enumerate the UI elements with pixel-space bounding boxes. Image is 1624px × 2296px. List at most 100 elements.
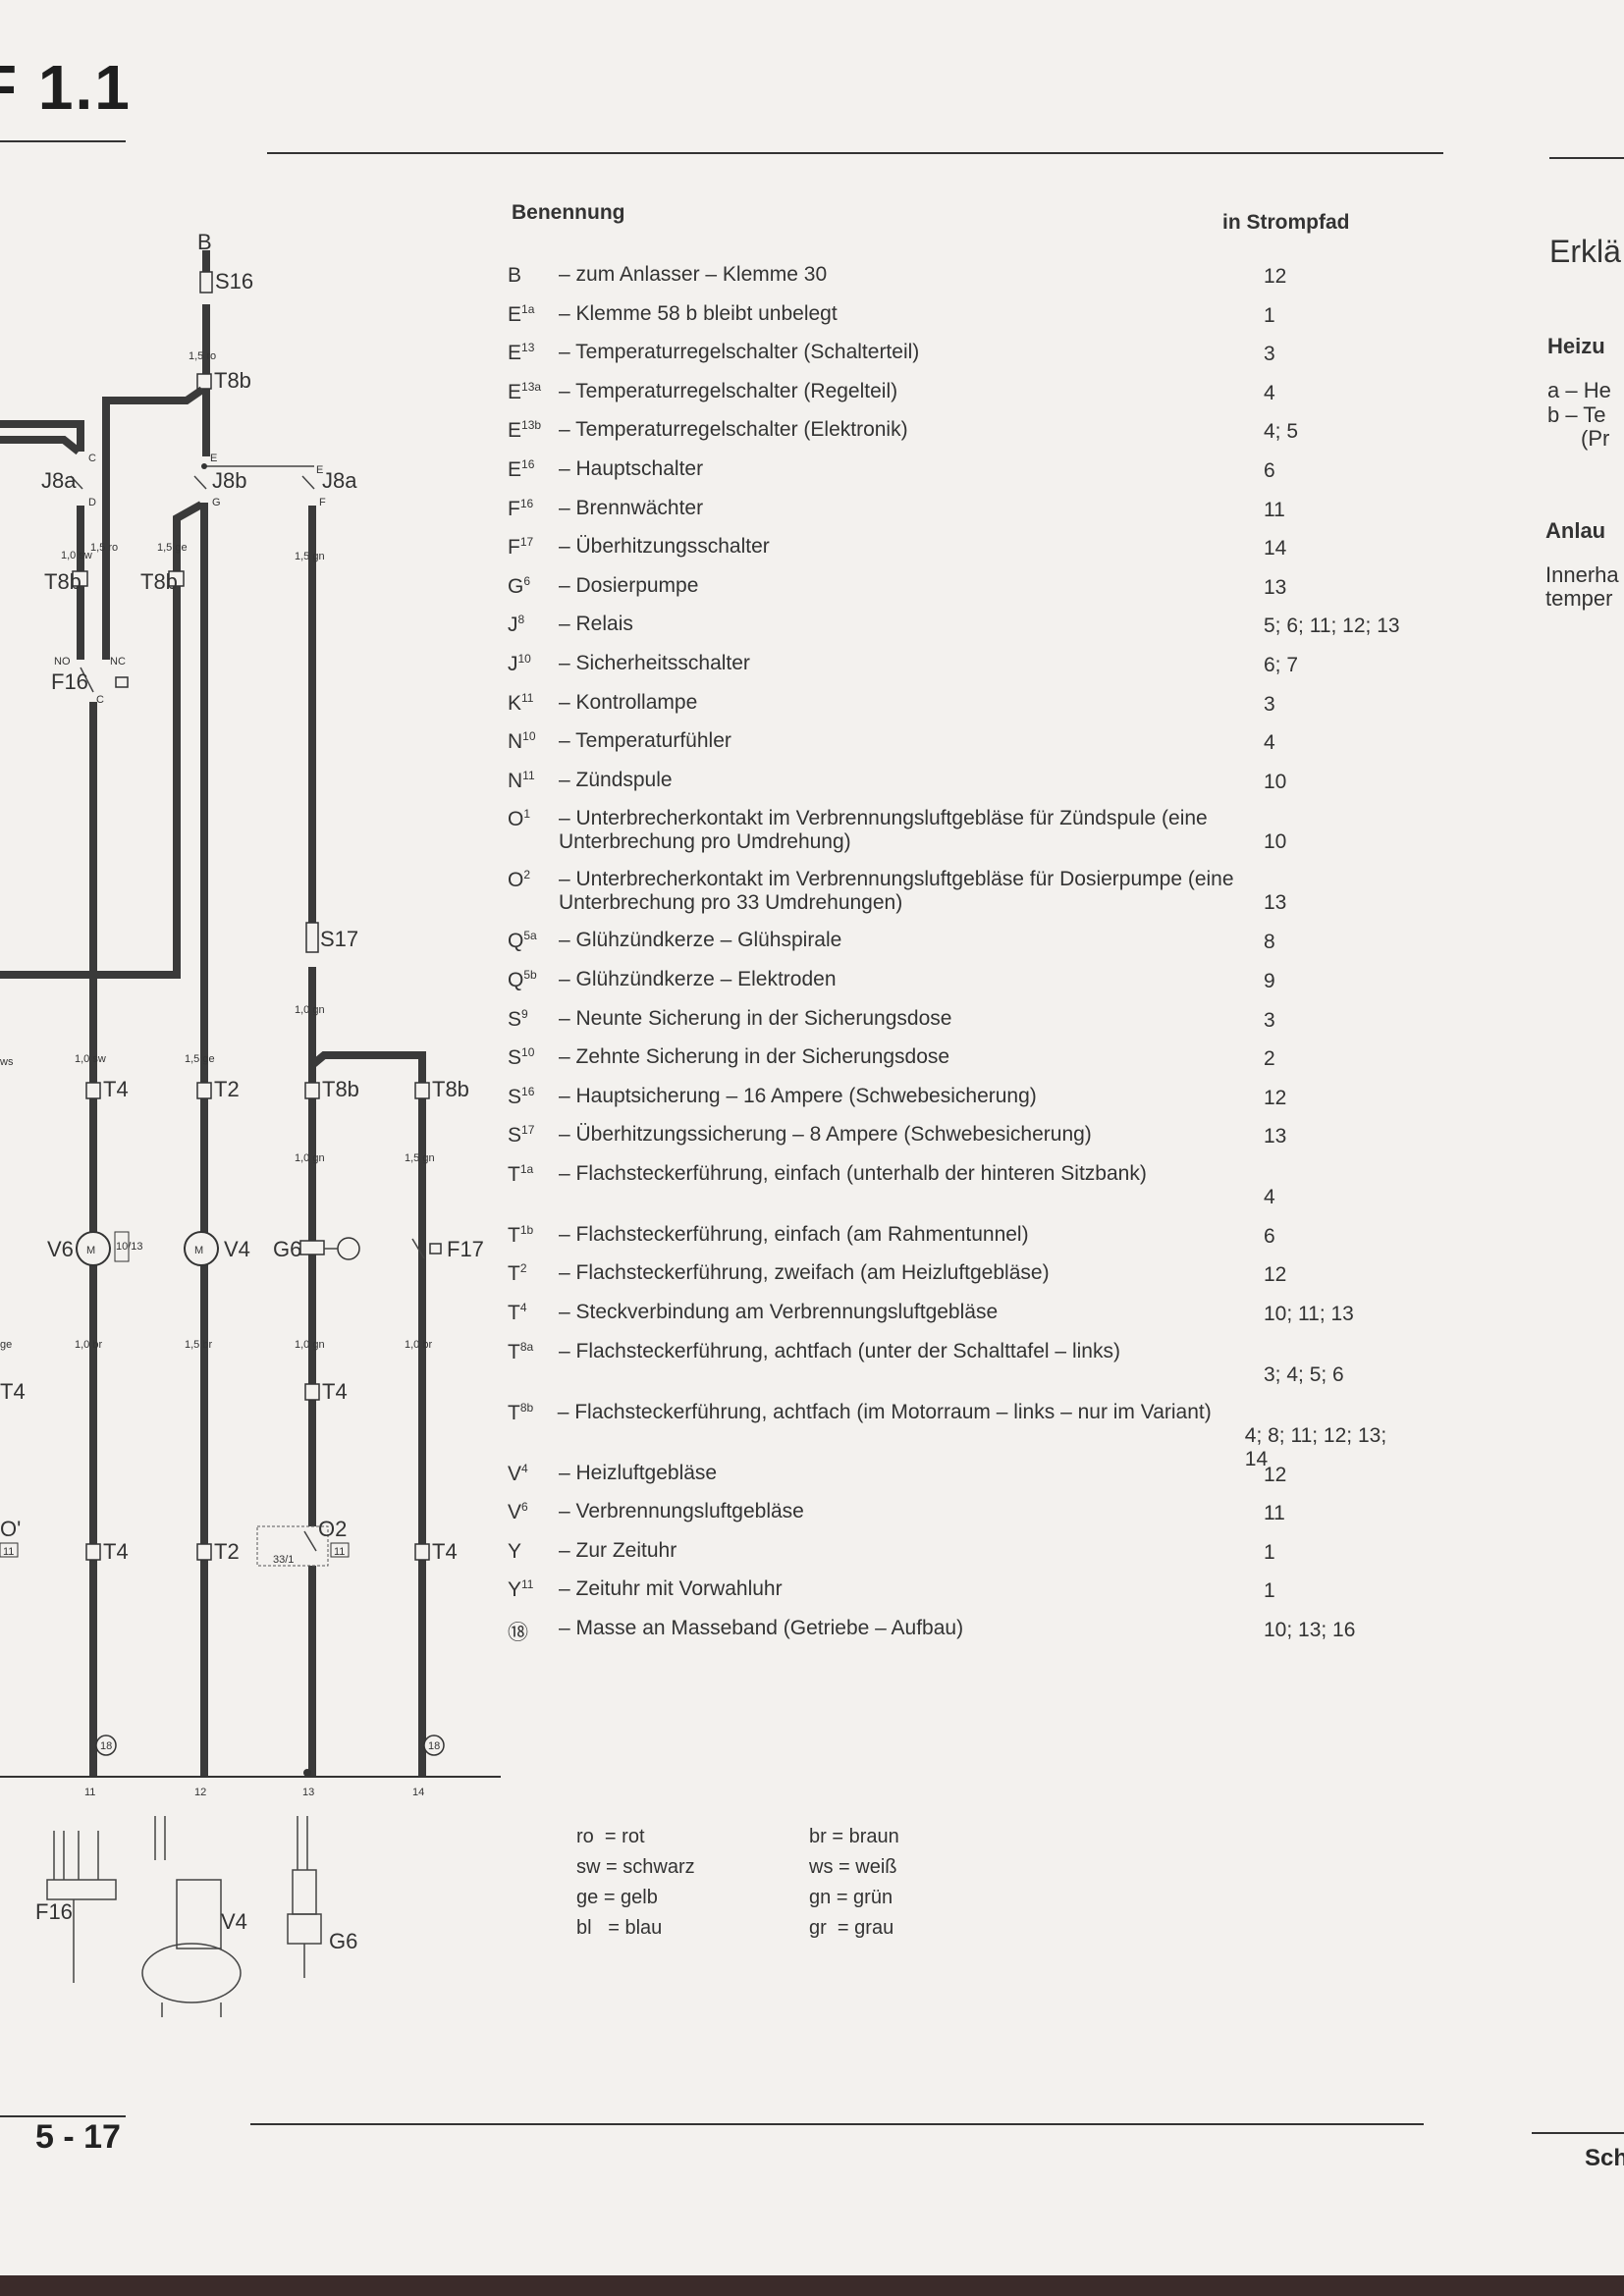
component-description: – Zehnte Sicherung in der Sicherungsdose (559, 1045, 950, 1069)
color-code: br (809, 1826, 827, 1847)
component-description: – Heizluftgebläse (559, 1461, 718, 1484)
footer-cut-text: Sch (1585, 2145, 1624, 2171)
circuit-path: 1 (1264, 1540, 1275, 1564)
component-symbol: Q5b (508, 967, 537, 991)
circuit-path: 4; 8; 11; 12; 13; 14 (1244, 1423, 1387, 1470)
pump-g6 (299, 1240, 325, 1255)
label: T8b (322, 1077, 359, 1101)
label: T4 (0, 1379, 26, 1404)
column-header-path: in Strompfad (1222, 211, 1350, 234)
component-g6-drawing (287, 1816, 322, 1978)
component-symbol: T1a (508, 1161, 534, 1186)
label: 1,5 ro (189, 350, 216, 362)
component-symbol: N11 (508, 768, 535, 792)
component-symbol: J10 (508, 651, 531, 675)
path-number: 14 (412, 1787, 424, 1798)
component-symbol: B (508, 264, 522, 287)
component-description: – Relais (559, 613, 633, 636)
label: O' (0, 1517, 21, 1541)
label: D (88, 497, 96, 508)
right-text: a – He (1547, 378, 1611, 402)
component-symbol: K11 (508, 690, 534, 715)
color-name: = braun (832, 1826, 899, 1847)
label: 1,0 gn (295, 1152, 325, 1164)
component-description: – Hauptschalter (559, 456, 704, 480)
label: F17 (447, 1237, 484, 1261)
component-description: – Verbrennungsluftgebläse (559, 1500, 804, 1523)
right-text: b – Te (1547, 402, 1606, 427)
table-row: T4– Steckverbindung am Verbrennungsluftg… (508, 1301, 1411, 1340)
right-heading: Heizu (1547, 334, 1605, 358)
component-symbol: F17 (508, 535, 534, 560)
label: 18 (428, 1740, 440, 1752)
color-code: ro (576, 1826, 594, 1847)
label: G6 (273, 1237, 301, 1261)
color-name: = rot (604, 1826, 645, 1847)
table-row: O1– Unterbrecherkontakt im Verbrennungsl… (508, 807, 1411, 868)
label: J8a (322, 468, 357, 493)
color-code: ge (576, 1887, 599, 1908)
wire (0, 420, 84, 452)
right-text: Innerha (1545, 562, 1619, 587)
component-description: – Kontrollampe (559, 690, 698, 714)
header-rule-left (0, 140, 126, 142)
label: J8a (41, 468, 77, 493)
label: T4 (103, 1077, 129, 1101)
circuit-path: 13 (1264, 891, 1287, 915)
circuit-path: 10; 11; 13 (1264, 1303, 1354, 1326)
component-symbol: E13 (508, 341, 535, 365)
label: O2 (318, 1517, 347, 1541)
page-number: 5 - 17 (35, 2118, 121, 2156)
label: E (316, 464, 323, 476)
label: G6 (329, 1929, 357, 1953)
motor-v4 (184, 1231, 219, 1266)
component-symbol: E13b (508, 418, 542, 443)
label: F (319, 497, 326, 508)
component-description: – Brennwächter (559, 496, 704, 519)
circuit-path: 3 (1264, 1008, 1275, 1032)
component-symbol: ⑱ (508, 1622, 528, 1645)
table-row: O2– Unterbrecherkontakt im Verbrennungsl… (508, 868, 1411, 929)
component-description: – Zündspule (559, 768, 673, 791)
component-symbol: Y11 (508, 1577, 534, 1602)
label: 1,0 sw (61, 550, 92, 561)
table-row: E13b– Temperaturregelschalter (Elektroni… (508, 418, 1411, 457)
circuit-path: 11 (1264, 498, 1285, 521)
circuit-path: 12 (1264, 1463, 1287, 1486)
circuit-path: 1 (1264, 1579, 1275, 1603)
circuit-path: 11 (1264, 1502, 1285, 1525)
component-symbol: V6 (508, 1500, 528, 1524)
component-symbol: T8a (508, 1339, 534, 1363)
table-row: T8b– Flachsteckerführung, achtfach (im M… (508, 1401, 1411, 1470)
component-symbol: V4 (508, 1461, 528, 1485)
table-row: E13a– Temperaturregelschalter (Regelteil… (508, 380, 1411, 419)
color-name: = schwarz (606, 1856, 695, 1878)
component-description: – Masse an Masseband (Getriebe – Aufbau) (559, 1617, 964, 1640)
component-v4-drawing (141, 1816, 242, 2017)
table-row: S16– Hauptsicherung – 16 Ampere (Schwebe… (508, 1085, 1411, 1124)
component-description: – Überhitzungsschalter (559, 535, 770, 559)
circuit-path: 9 (1264, 969, 1275, 992)
component-symbol: T4 (508, 1301, 527, 1325)
component-description: – Flachsteckerführung, einfach (unterhal… (559, 1161, 1147, 1185)
color-code: gn (809, 1887, 832, 1908)
color-name: = gelb (603, 1887, 658, 1908)
ground-18 (95, 1735, 117, 1756)
color-code: ws (809, 1856, 834, 1878)
wiring-diagram: B S16 1,5 ro T8b C J8a D E J8b G E J8a F… (0, 230, 501, 2017)
fuse-s16 (199, 271, 213, 294)
component-description: – Überhitzungssicherung – 8 Ampere (Schw… (559, 1123, 1092, 1147)
table-row: T1b– Flachsteckerführung, einfach (am Ra… (508, 1223, 1411, 1262)
label: 1,0 br (405, 1339, 432, 1351)
component-symbol: T1b (508, 1222, 534, 1247)
circuit-path: 1 (1264, 303, 1275, 327)
label: C (96, 694, 104, 706)
component-symbol: E1a (508, 301, 535, 326)
component-description: – Unterbrecherkontakt im Verbrennungsluf… (559, 807, 1208, 854)
